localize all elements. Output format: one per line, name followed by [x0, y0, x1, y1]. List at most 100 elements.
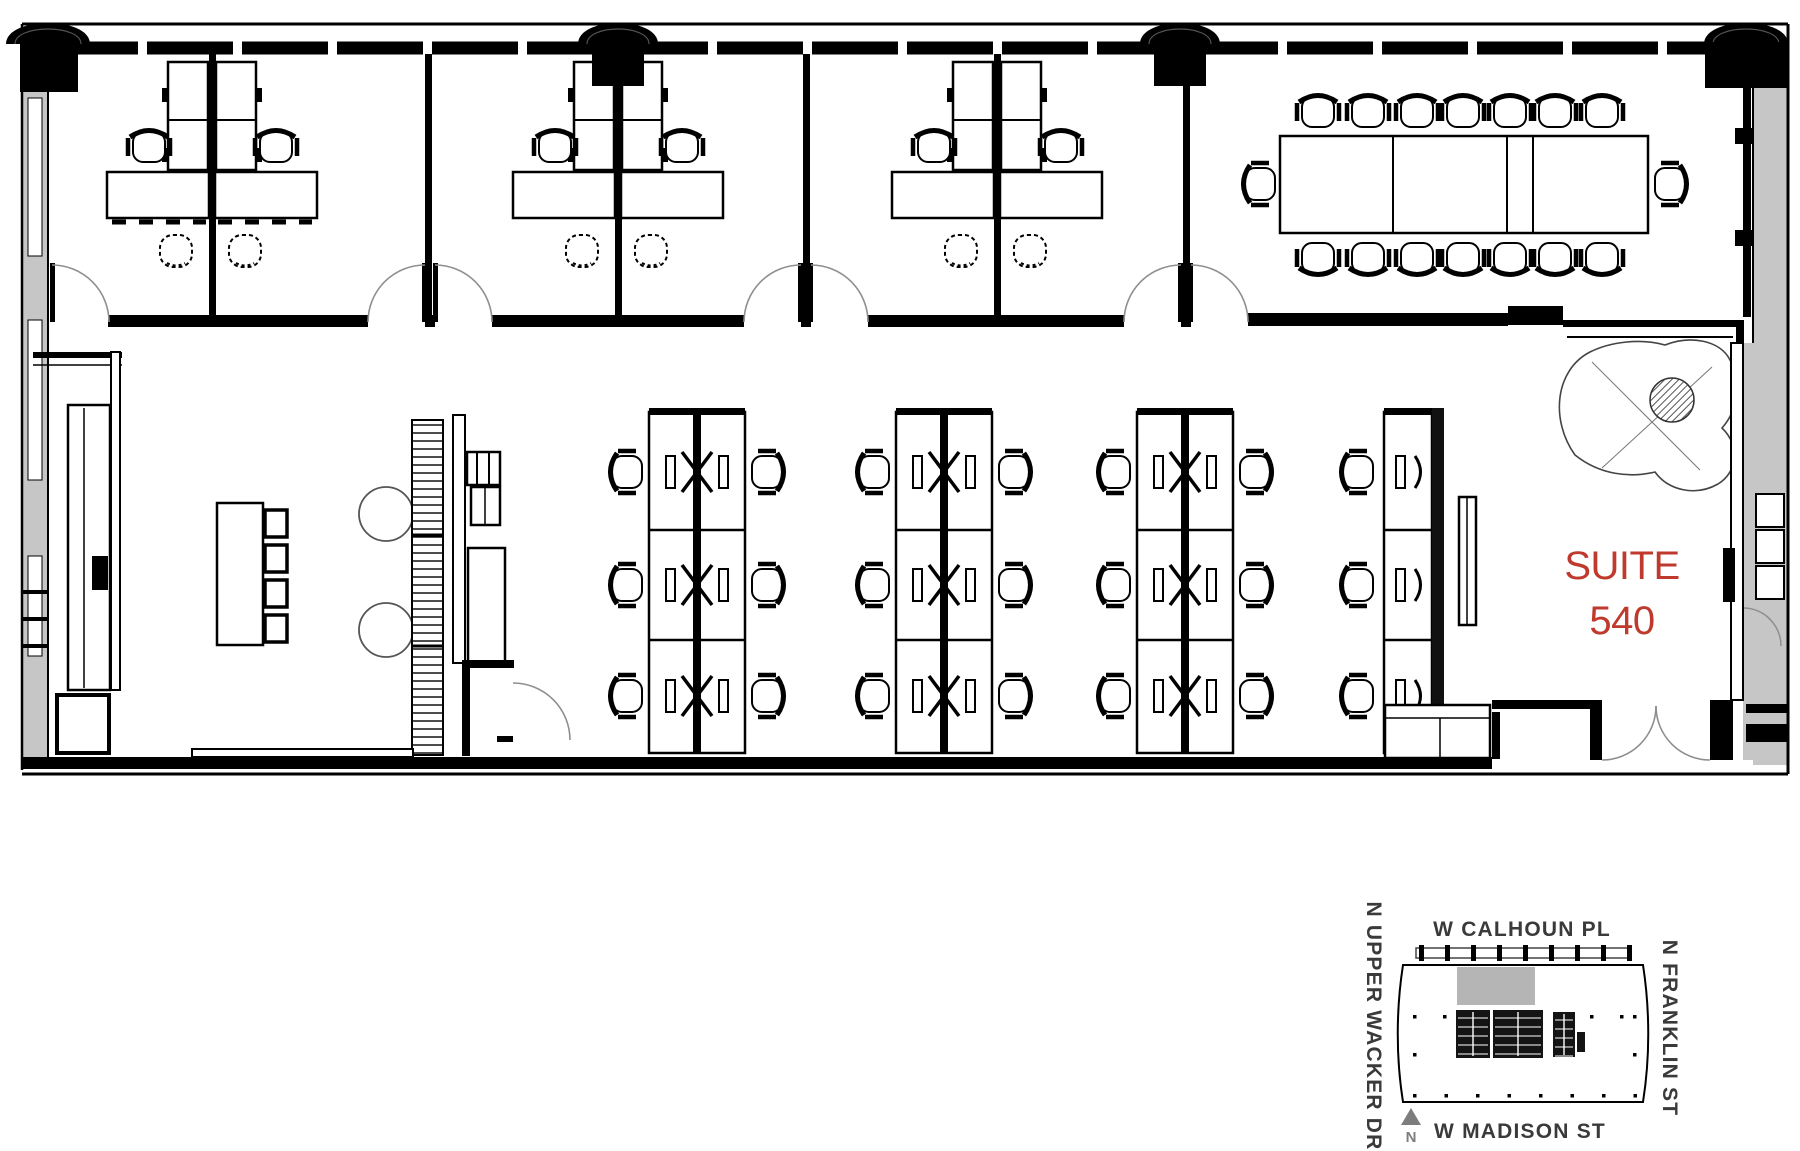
task-chair-icon	[855, 561, 890, 609]
cabinet	[951, 60, 995, 172]
banquette-bench	[66, 403, 112, 692]
stool-icon	[263, 613, 289, 644]
cabinet	[999, 60, 1043, 172]
workstation-bank	[1096, 408, 1274, 755]
task-chair-icon	[1339, 561, 1374, 609]
conference-chair-icon	[1241, 160, 1276, 208]
side-table	[92, 556, 108, 590]
structural-column-icon	[578, 23, 658, 86]
north-arrow-icon	[1401, 1108, 1421, 1125]
street-label-bottom: W MADISON ST	[1434, 1120, 1606, 1143]
desk	[890, 170, 996, 220]
task-chair-icon	[125, 128, 173, 163]
monitor-icon	[718, 455, 729, 489]
coffee-table	[1649, 377, 1695, 423]
task-chair-icon	[998, 672, 1033, 720]
monitor-icon	[912, 568, 923, 602]
guest-chair-icon	[228, 234, 262, 268]
conference-chair-icon	[1294, 93, 1342, 128]
kitchen-area	[33, 351, 571, 761]
monitor-icon	[965, 568, 976, 602]
north-label: N	[1406, 1129, 1417, 1146]
monitor-icon	[912, 679, 923, 713]
conference-chair-icon	[1439, 93, 1487, 128]
desk	[511, 170, 617, 220]
monitor-icon	[1395, 455, 1406, 489]
monitor-icon	[718, 679, 729, 713]
structural-column-icon	[1704, 23, 1788, 88]
window-ledge	[191, 748, 414, 758]
task-chair-icon	[998, 561, 1033, 609]
round-table	[358, 602, 414, 658]
entry-cabinet	[1383, 703, 1492, 760]
suite-label-line2: 540	[1589, 599, 1654, 643]
monitor-icon	[912, 455, 923, 489]
task-chair-icon	[751, 672, 786, 720]
monitor-icon	[1206, 568, 1217, 602]
structural-column-icon	[6, 23, 90, 92]
task-chair-icon	[608, 448, 643, 496]
conference-seating	[1241, 93, 1689, 277]
stool-icon	[263, 543, 289, 574]
structural-columns	[6, 23, 1788, 92]
conference-table	[1278, 134, 1650, 235]
task-chair-icon	[1239, 561, 1274, 609]
storage-cabinet	[466, 546, 507, 664]
workstation-bank	[855, 408, 1033, 755]
task-chair-icon	[1239, 448, 1274, 496]
corner-table	[55, 693, 111, 755]
private-office-pair	[105, 60, 319, 268]
monitor-icon	[1206, 455, 1217, 489]
desk	[213, 170, 319, 220]
monitor-icon	[665, 455, 676, 489]
task-chair-icon	[1339, 672, 1374, 720]
guest-chair-icon	[944, 234, 978, 268]
island-counter	[215, 501, 265, 647]
monitor-icon	[965, 455, 976, 489]
round-table	[358, 486, 414, 542]
private-office-pair	[890, 60, 1104, 268]
monitor-icon	[665, 568, 676, 602]
entry-door-arc	[1601, 705, 1657, 761]
copier	[465, 450, 502, 487]
task-chair-icon	[751, 448, 786, 496]
furniture-layer	[105, 60, 1726, 755]
task-chair-icon	[1096, 448, 1131, 496]
conference-chair-icon	[1531, 93, 1579, 128]
task-chair-icon	[1096, 561, 1131, 609]
guest-chair-icon	[159, 234, 193, 268]
monitor-icon	[665, 679, 676, 713]
conference-chair-icon	[1486, 93, 1534, 128]
monitor-icon	[1395, 568, 1406, 602]
private-office-pair	[511, 60, 725, 268]
monitor-icon	[1153, 455, 1164, 489]
desk	[105, 170, 211, 220]
entry-area	[1383, 493, 1788, 761]
conference-chair-icon	[1393, 242, 1441, 277]
monitor-icon	[1153, 568, 1164, 602]
task-chair-icon	[855, 672, 890, 720]
stool-icon	[263, 578, 289, 609]
task-chair-icon	[658, 128, 706, 163]
doors	[50, 263, 1249, 323]
map-core	[1456, 1010, 1585, 1058]
guest-chair-icon	[634, 234, 668, 268]
locator-map: W CALHOUN PL W MADISON ST N UPPER WACKER…	[1362, 901, 1681, 1150]
street-label-right: N FRANKLIN ST	[1658, 940, 1681, 1117]
suite-label: SUITE 540	[1564, 544, 1680, 643]
partition	[452, 414, 466, 664]
entry-door-arc	[1655, 705, 1711, 761]
conference-chair-icon	[1578, 93, 1626, 128]
cabinet	[214, 60, 258, 172]
guest-chair-icon	[1013, 234, 1047, 268]
task-chair-icon	[751, 561, 786, 609]
monitor-icon	[965, 679, 976, 713]
map-columns	[1413, 1015, 1637, 1098]
bank-panel	[1432, 408, 1444, 755]
monitor-icon	[1206, 679, 1217, 713]
conference-chair-icon	[1531, 242, 1579, 277]
structural-column-icon	[1140, 23, 1220, 86]
map-colonnade	[1415, 945, 1632, 961]
conference-chair-icon	[1344, 93, 1392, 128]
conference-chair-icon	[1578, 242, 1626, 277]
